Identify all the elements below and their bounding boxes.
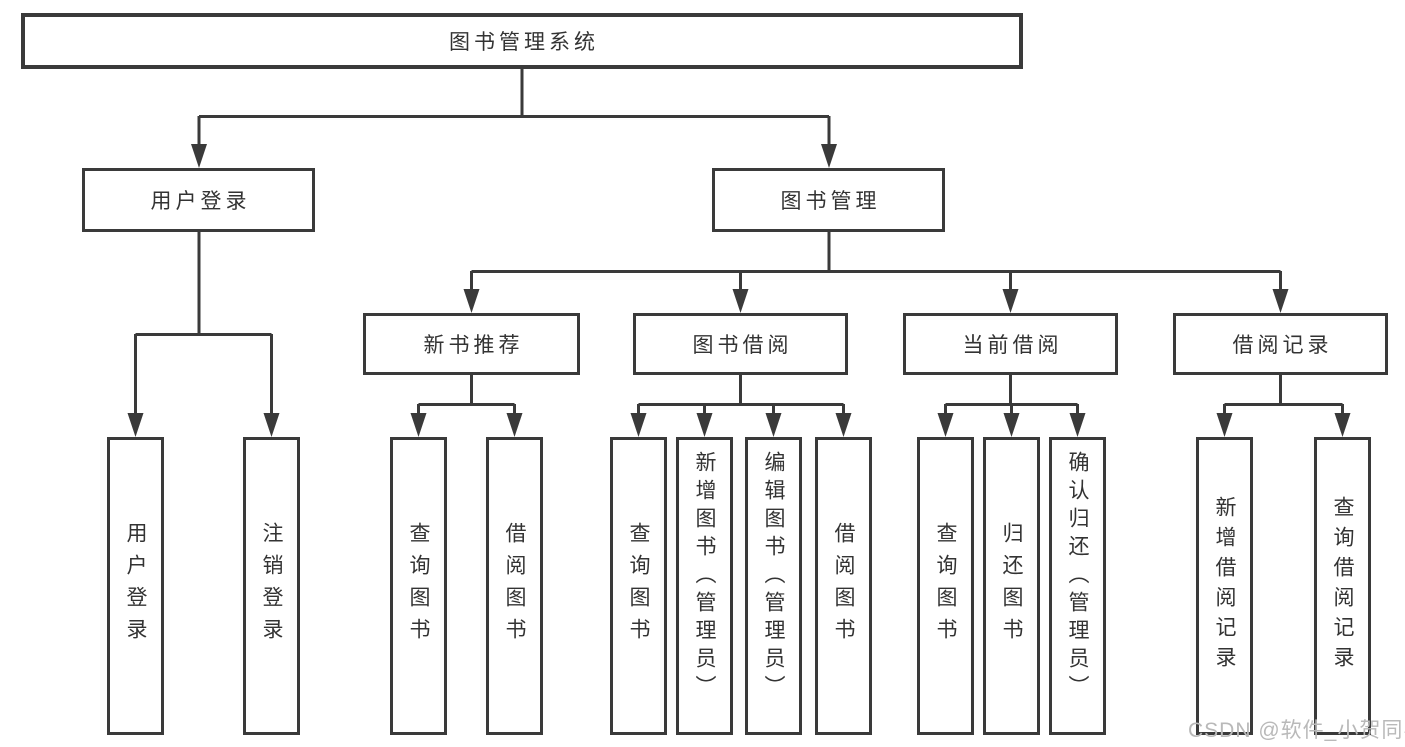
leaf-label: 编辑图书（管理员）: [762, 451, 785, 703]
leaf-label: 查询借阅记录: [1331, 496, 1354, 676]
leaf-label: 用户登录: [124, 522, 147, 650]
leaf-query-books-1: 查询图书: [390, 437, 447, 735]
leaf-label: 借阅图书: [832, 522, 855, 650]
connector-bookmgmt-to-level3: [463, 232, 1289, 313]
connector-records-to-leaves: [1216, 375, 1351, 437]
connector-userlogin-to-leaves: [127, 232, 280, 437]
leaf-borrow-books-1: 借阅图书: [486, 437, 543, 735]
leaf-label: 新增借阅记录: [1213, 496, 1236, 676]
leaf-label: 查询图书: [934, 522, 957, 650]
node-label: 借阅记录: [1232, 334, 1333, 357]
leaf-return-books: 归还图书: [983, 437, 1040, 735]
node-label: 图书借阅: [692, 334, 793, 357]
node-label: 新书推荐: [423, 334, 524, 357]
leaf-query-books-3: 查询图书: [917, 437, 974, 735]
leaf-add-books-admin: 新增图书（管理员）: [676, 437, 733, 735]
leaf-borrow-books-2: 借阅图书: [815, 437, 872, 735]
leaf-user-login: 用户登录: [107, 437, 164, 735]
connector-current-to-leaves: [937, 375, 1086, 437]
node-user-login-module: 用户登录: [82, 168, 315, 232]
node-label: 用户登录: [150, 190, 251, 213]
leaf-label: 查询图书: [627, 522, 650, 650]
connector-newbooks-to-leaves: [410, 375, 523, 437]
leaf-label: 新增图书（管理员）: [693, 451, 716, 703]
leaf-edit-books-admin: 编辑图书（管理员）: [745, 437, 802, 735]
node-book-borrowing: 图书借阅: [633, 313, 848, 375]
leaf-label: 确认归还（管理员）: [1066, 451, 1089, 703]
leaf-label: 借阅图书: [503, 522, 526, 650]
node-label: 图书管理: [780, 190, 881, 213]
leaf-query-books-2: 查询图书: [610, 437, 667, 735]
node-root-label: 图书管理系统: [449, 31, 599, 54]
leaf-label: 查询图书: [407, 522, 430, 650]
node-current-borrowing: 当前借阅: [903, 313, 1118, 375]
connector-borrow-to-leaves: [630, 375, 852, 437]
leaf-confirm-return-admin: 确认归还（管理员）: [1049, 437, 1106, 735]
csdn-watermark: CSDN @软件_小贺同学: [1188, 719, 1405, 742]
leaf-label: 注销登录: [260, 522, 283, 650]
node-label: 当前借阅: [962, 334, 1063, 357]
leaf-query-borrow-record: 查询借阅记录: [1314, 437, 1371, 735]
node-borrowing-records: 借阅记录: [1173, 313, 1388, 375]
connector-root-to-level2: [191, 69, 837, 168]
node-new-book-recommend: 新书推荐: [363, 313, 580, 375]
node-book-management-module: 图书管理: [712, 168, 945, 232]
leaf-add-borrow-record: 新增借阅记录: [1196, 437, 1253, 735]
leaf-logout: 注销登录: [243, 437, 300, 735]
node-root-system: 图书管理系统: [21, 13, 1023, 69]
leaf-label: 归还图书: [1000, 522, 1023, 650]
